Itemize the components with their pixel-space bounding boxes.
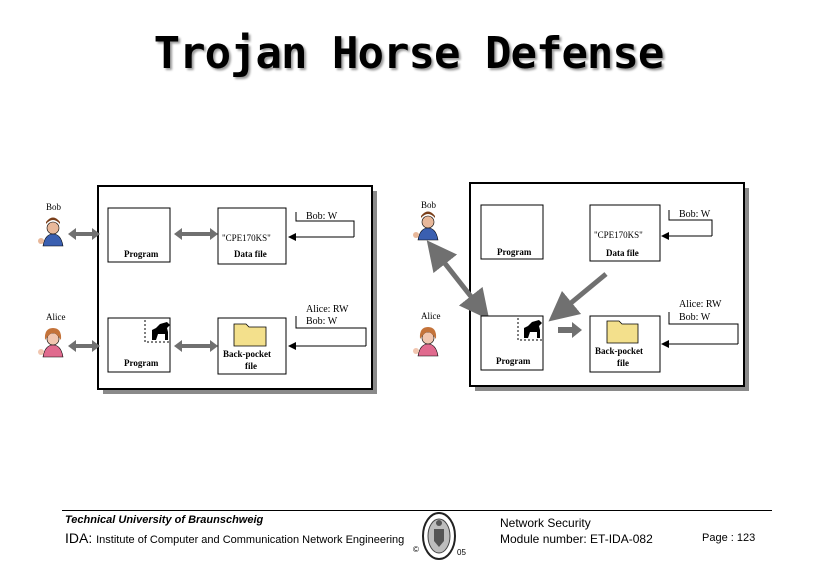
right-access-arrows: [426, 240, 608, 338]
bob-person-icon: [38, 217, 64, 247]
backpocket-label-2: file: [245, 361, 257, 371]
footer-course-title: Network Security: [500, 516, 591, 530]
acl-bottom-entry-2: Bob: W: [306, 316, 338, 327]
acl-top-entry-right: Bob: W: [679, 209, 711, 220]
data-file-box: [217, 207, 287, 265]
data-file-label-right: Data file: [606, 248, 639, 258]
right-panel: Bob Alice Program "CPE170KS" Data file B…: [413, 182, 749, 391]
bob-label-right: Bob: [421, 200, 437, 210]
program-box-top: [107, 207, 171, 263]
footer-copyright: ©: [413, 545, 419, 554]
acl-top-entry: Bob: W: [306, 211, 338, 222]
left-access-arrows: [68, 228, 218, 352]
slide-title: Trojan Horse Defense: [153, 28, 665, 79]
folder-icon: [233, 323, 267, 347]
alice-label-right: Alice: [421, 311, 441, 321]
folder-icon-right: [606, 320, 639, 344]
bob-person-icon-right: [413, 211, 439, 241]
bob-label: Bob: [46, 202, 62, 212]
acl-bottom-entry-2-right: Bob: W: [679, 312, 711, 323]
university-seal-icon: [422, 512, 456, 560]
trojan-horse-icon-right: [524, 320, 542, 338]
footer-year: 05: [457, 548, 466, 557]
footer-page-number: Page : 123: [702, 532, 756, 544]
backpocket-label-2-right: file: [617, 358, 629, 368]
program-label-top-right: Program: [497, 247, 532, 257]
data-file-box-right: [589, 204, 661, 262]
alice-person-icon: [38, 328, 64, 358]
program-label-bottom-right: Program: [496, 356, 531, 366]
backpocket-label-1: Back-pocket: [223, 349, 271, 359]
footer-divider: [62, 510, 772, 511]
program-label-top: Program: [124, 249, 159, 259]
footer-ida-full: Institute of Computer and Communication …: [96, 534, 405, 546]
acl-bottom-entry-1: Alice: RW: [306, 304, 349, 315]
program-label-bottom: Program: [124, 358, 159, 368]
trojan-horse-icon: [152, 322, 170, 340]
footer-ida-abbr: IDA:: [65, 530, 93, 546]
data-file-name: "CPE170KS": [222, 233, 271, 243]
data-file-label: Data file: [234, 249, 267, 259]
backpocket-label-1-right: Back-pocket: [595, 346, 643, 356]
footer-university: Technical University of Braunschweig: [65, 514, 264, 526]
footer-institute: IDA: Institute of Computer and Communica…: [65, 530, 405, 548]
program-box-top-right: [480, 204, 544, 260]
alice-label: Alice: [46, 312, 66, 322]
left-panel: Bob Alice Program "CPE170KS" Data file B…: [38, 185, 377, 394]
footer-module-number: Module number: ET-IDA-082: [500, 532, 653, 546]
alice-person-icon-right: [413, 327, 439, 357]
data-file-name-right: "CPE170KS": [594, 230, 643, 240]
footer-course: Network Security Module number: ET-IDA-0…: [500, 515, 680, 547]
acl-bottom-entry-1-right: Alice: RW: [679, 299, 722, 310]
